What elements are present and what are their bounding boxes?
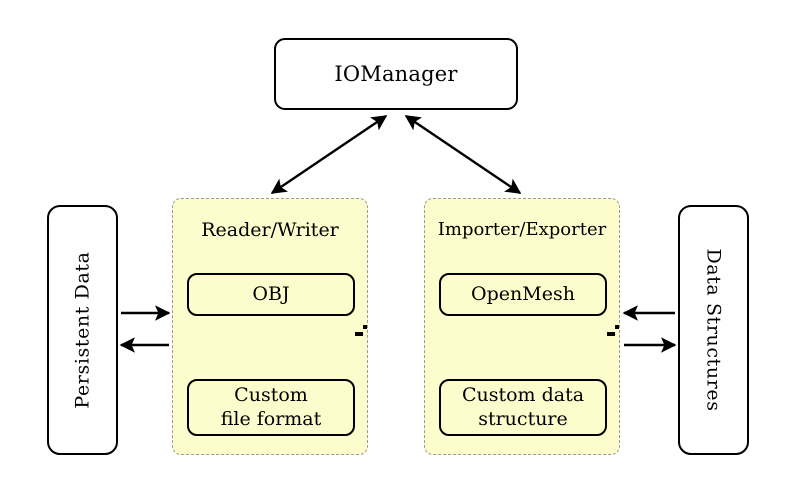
side-box-persistent-data[interactable]: Persistent Data: [47, 205, 118, 455]
panel-reader-writer[interactable]: Reader/Writer OBJ Custom file format: [172, 198, 368, 455]
item-custom-data-structure-line1: Custom data: [461, 384, 585, 407]
item-custom-file-format[interactable]: Custom file format: [187, 379, 355, 436]
item-custom-file-format-label: Custom file format: [221, 384, 322, 430]
panel-importer-exporter-title: Importer/Exporter: [437, 219, 607, 240]
io-manager-label: IOManager: [334, 62, 458, 86]
reader-writer-ellipsis-icon: [173, 325, 367, 336]
item-obj[interactable]: OBJ: [187, 273, 355, 316]
arrow-importerexporter-iomanager: [404, 115, 522, 194]
side-box-data-structures-label: Data Structures: [702, 248, 725, 412]
side-box-persistent-data-label: Persistent Data: [71, 251, 94, 409]
item-custom-data-structure-label: Custom data structure: [462, 384, 584, 430]
item-openmesh-label: OpenMesh: [471, 282, 575, 305]
item-custom-file-format-line2: file format: [220, 407, 322, 430]
panel-importer-exporter[interactable]: Importer/Exporter OpenMesh Custom data s…: [424, 198, 620, 455]
item-custom-data-structure[interactable]: Custom data structure: [439, 379, 607, 436]
item-openmesh[interactable]: OpenMesh: [439, 273, 607, 316]
importer-exporter-ellipsis-icon: [425, 325, 619, 336]
io-manager-node[interactable]: IOManager: [274, 38, 518, 110]
item-obj-label: OBJ: [252, 282, 290, 305]
side-box-data-structures[interactable]: Data Structures: [678, 205, 749, 455]
item-custom-file-format-line1: Custom: [234, 384, 308, 407]
arrow-readerwriter-iomanager: [270, 115, 388, 194]
panel-reader-writer-title: Reader/Writer: [201, 219, 339, 241]
item-custom-data-structure-line2: structure: [478, 407, 568, 430]
